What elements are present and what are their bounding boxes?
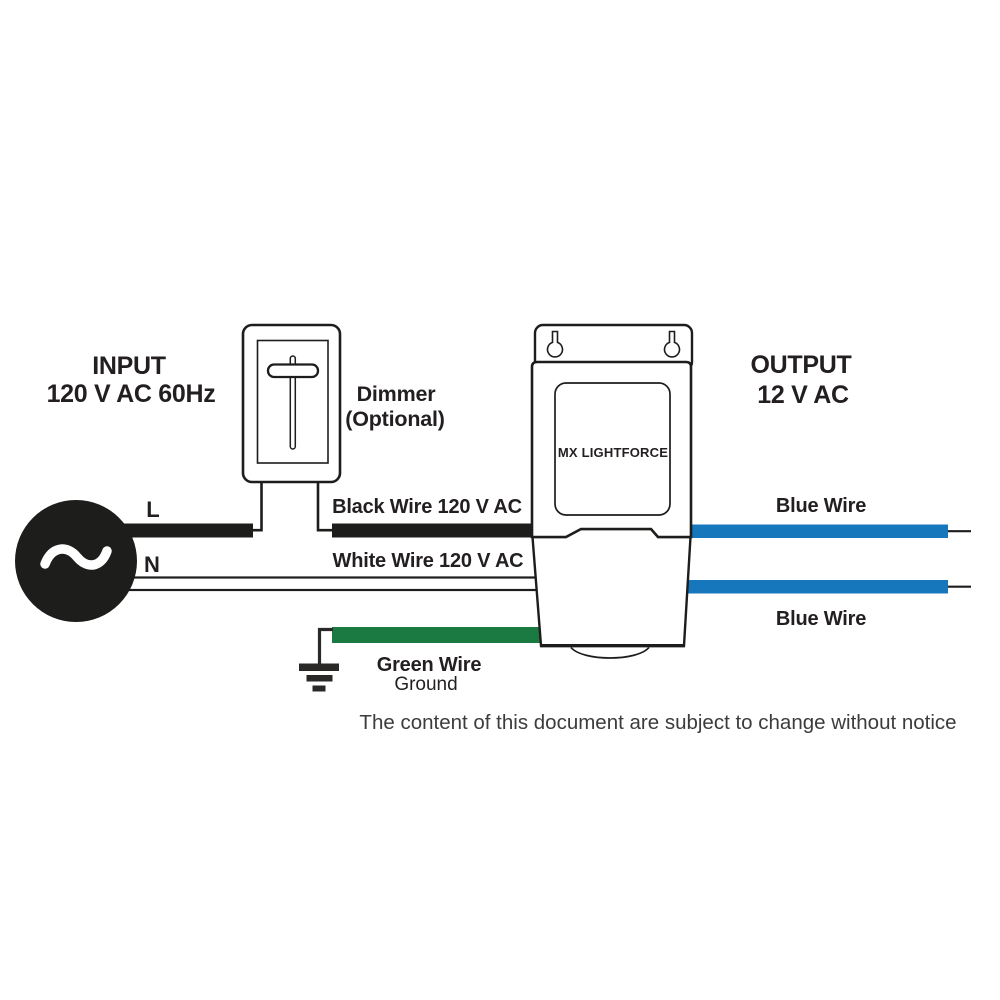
live-terminal-label: L [146,497,159,522]
transformer-lower-body [531,527,692,647]
dimmer-switch [241,323,342,532]
ground-bar-2 [306,675,333,682]
sine-wave-icon [40,544,112,570]
ac-source-icon [15,500,137,622]
black-wire-segment-load [332,523,535,538]
transformer: MX LIGHTFORCE [530,323,694,659]
keyhole-left-icon [546,330,564,358]
input-spec: 120 V AC 60Hz [47,380,216,408]
blue-wire-bottom-label: Blue Wire [776,608,866,630]
dimmer-label: Dimmer [357,382,437,406]
dimmer-leg-left [253,481,263,532]
output-title: OUTPUT [751,351,852,379]
neutral-terminal-label: N [144,552,160,577]
ground-lead-line [317,627,333,664]
ground-bar-1 [299,663,339,671]
green-wire [332,627,544,643]
dimmer-slider-track [289,355,297,450]
notice-text: The content of this document are subject… [359,711,956,734]
ground-symbol [299,627,339,692]
blue-wire-bottom [684,580,948,594]
output-spec: 12 V AC [757,381,849,409]
blue-wire-top-label: Blue Wire [776,495,866,517]
dimmer-leg-right [316,481,332,532]
dimmer-slider-handle [266,363,320,379]
black-wire-label: Black Wire 120 V AC [332,496,522,518]
black-wire-segment-source [124,523,253,538]
transformer-bottom-dome [570,646,650,659]
ground-bar-3 [312,685,326,692]
ground-label: Ground [394,674,457,695]
keyhole-right-icon [663,330,681,358]
green-wire-label: Green Wire [377,654,482,676]
transformer-label-plate [554,382,671,516]
white-wire-label: White Wire 120 V AC [333,550,524,572]
white-wire [124,576,539,592]
blue-wire-top [688,524,948,538]
dimmer-qualifier: (Optional) [345,407,445,431]
input-title: INPUT [92,352,166,380]
brand-text: MX LIGHTFORCE [558,445,668,460]
